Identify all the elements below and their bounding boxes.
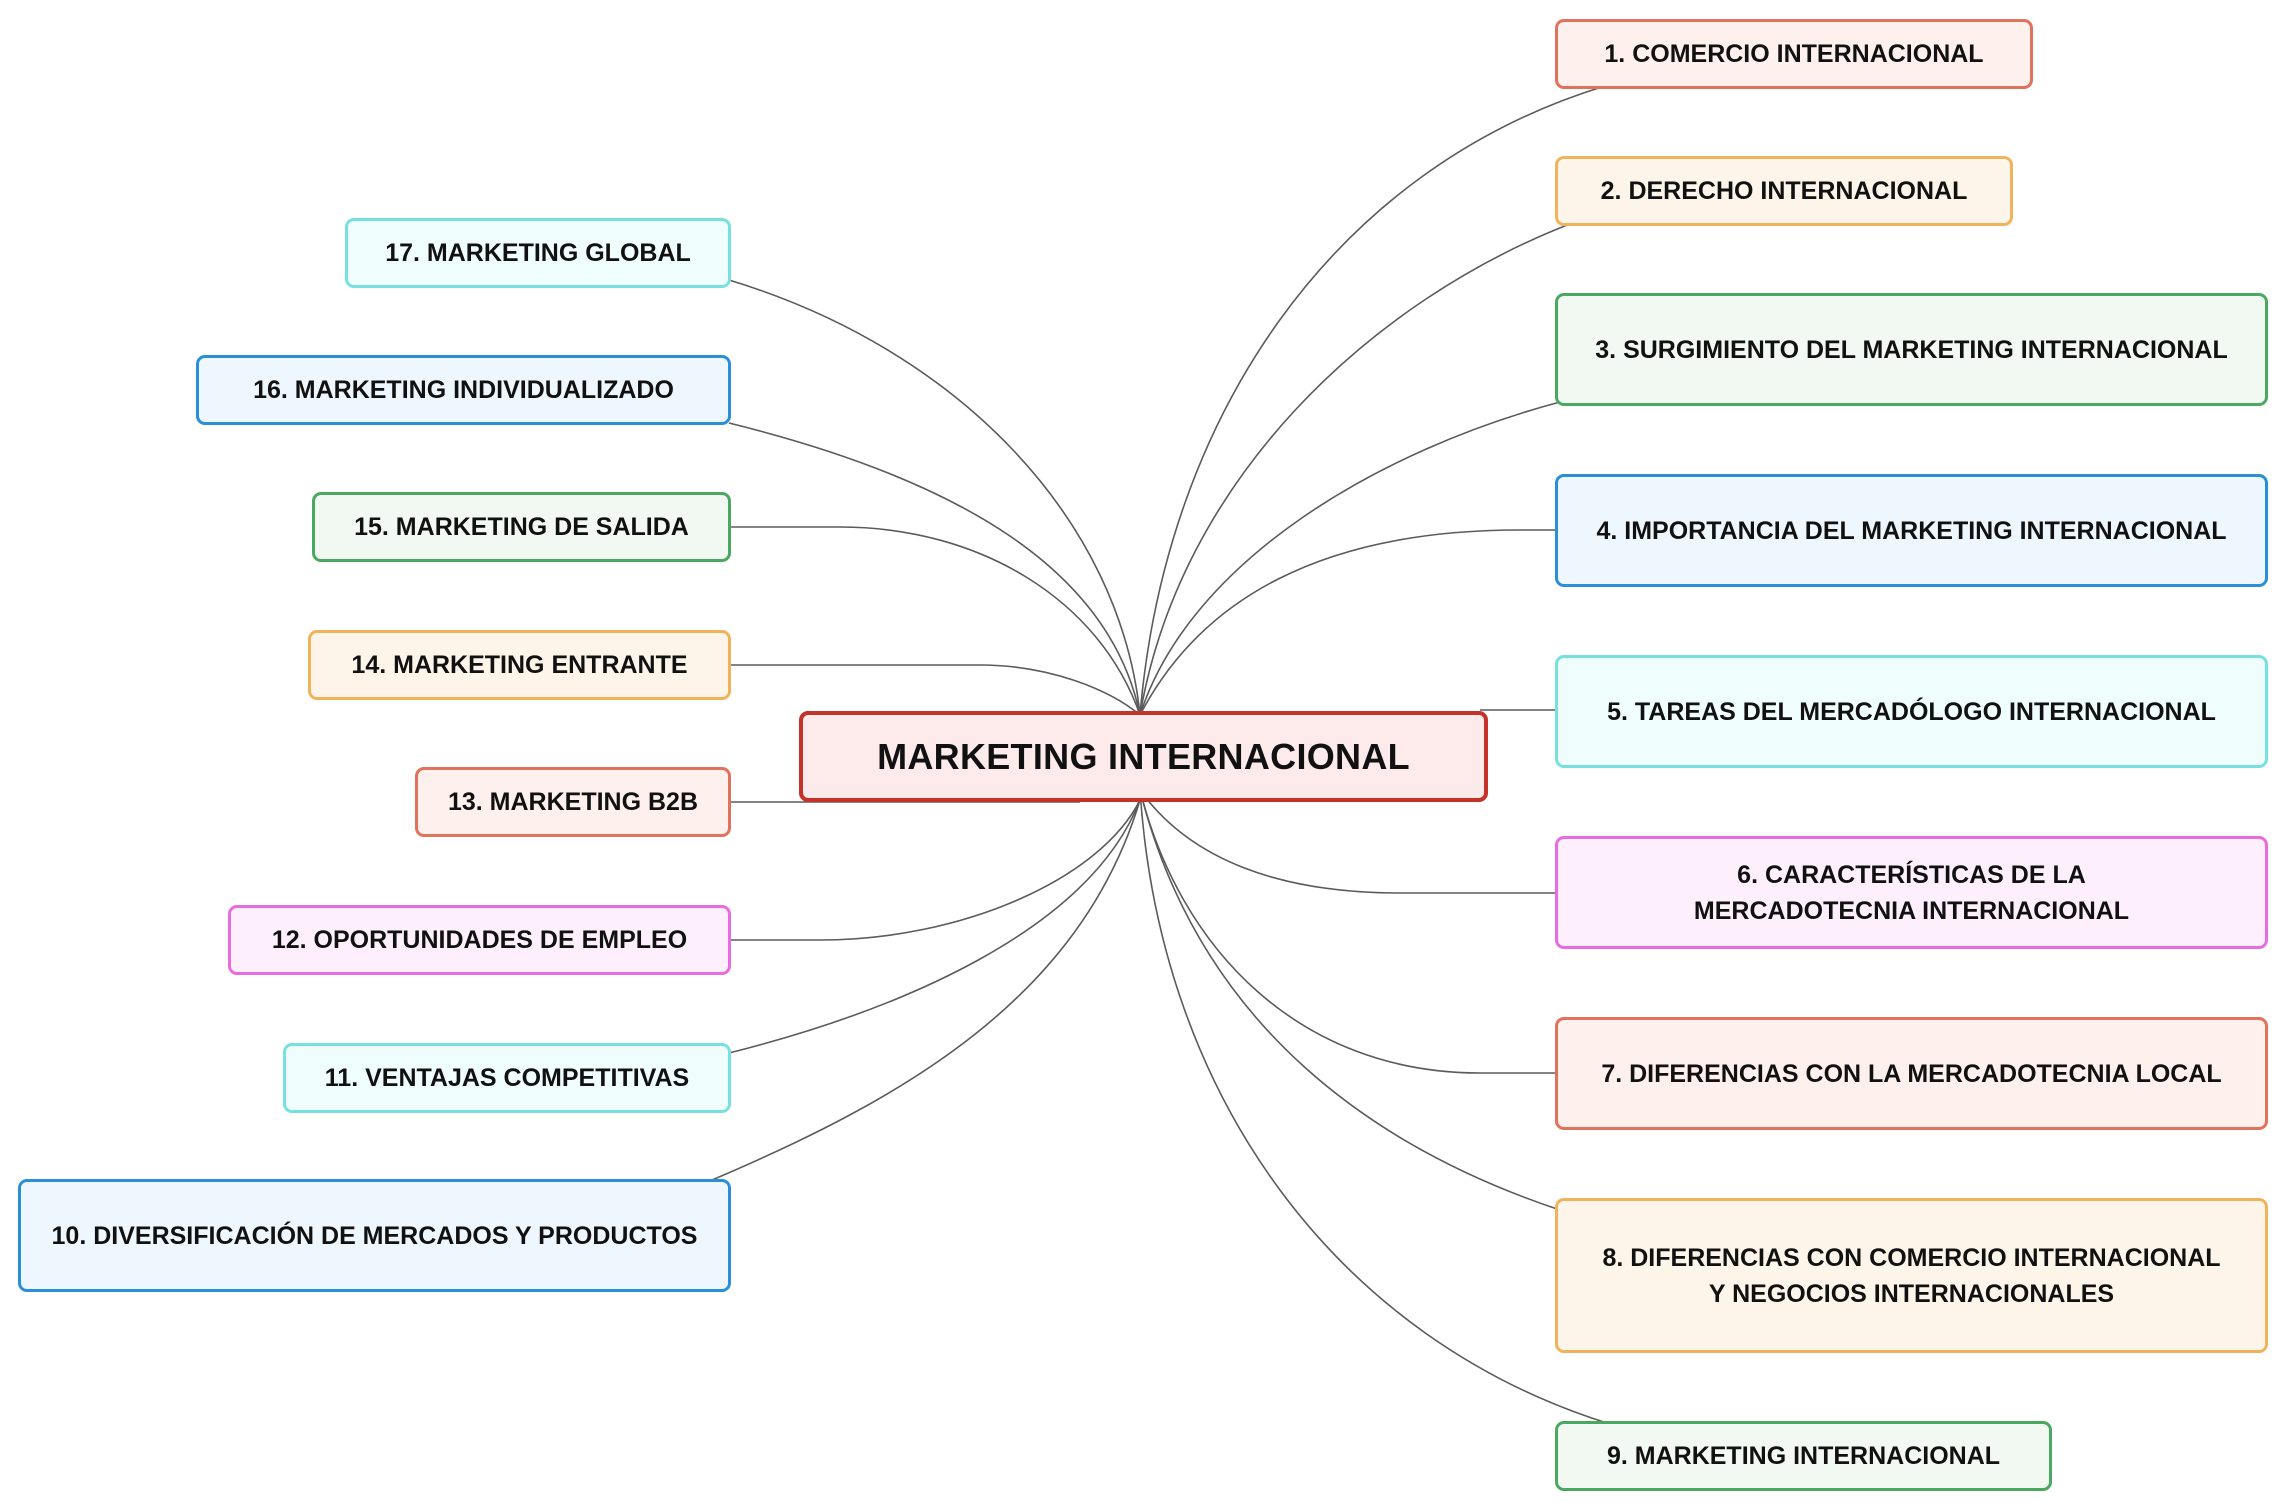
- topic-label: 2. DERECHO INTERNACIONAL: [1600, 177, 1968, 205]
- topic-oportunidades-empleo[interactable]: 12. OPORTUNIDADES DE EMPLEO: [228, 905, 731, 975]
- topic-marketing-de-salida[interactable]: 15. MARKETING DE SALIDA: [312, 492, 731, 562]
- topic-label: 5. TAREAS DEL MERCADÓLOGO INTERNACIONAL: [1607, 697, 2216, 726]
- topic-label: 3. SURGIMIENTO DEL MARKETING INTERNACION…: [1595, 335, 2228, 364]
- topic-label: 14. MARKETING ENTRANTE: [351, 651, 688, 679]
- topic-derecho-internacional[interactable]: 2. DERECHO INTERNACIONAL: [1555, 156, 2013, 226]
- connector-topic-11: [728, 799, 1141, 1054]
- connector-topic-10: [711, 799, 1141, 1181]
- connector-topic-14: [729, 664, 1141, 716]
- topic-marketing-entrante[interactable]: 14. MARKETING ENTRANTE: [308, 630, 731, 700]
- topic-label: 17. MARKETING GLOBAL: [385, 239, 691, 267]
- topic-importancia-marketing-internacional[interactable]: 4. IMPORTANCIA DEL MARKETING INTERNACION…: [1555, 474, 2268, 587]
- topic-tareas-mercadologo-internacional[interactable]: 5. TAREAS DEL MERCADÓLOGO INTERNACIONAL: [1555, 655, 2268, 768]
- connector-topic-7: [1139, 789, 1560, 1074]
- connector-topic-3: [1139, 401, 1561, 716]
- connector-topic-9: [1139, 789, 1611, 1425]
- topic-comercio-internacional[interactable]: 1. COMERCIO INTERNACIONAL: [1555, 19, 2033, 89]
- topic-label: 8. DIFERENCIAS CON COMERCIO INTERNACIONA…: [1602, 1243, 2221, 1308]
- central-topic-label: MARKETING INTERNACIONAL: [877, 735, 1410, 777]
- connector-topic-1: [1139, 85, 1606, 716]
- topic-ventajas-competitivas[interactable]: 11. VENTAJAS COMPETITIVAS: [283, 1043, 731, 1113]
- topic-label: 15. MARKETING DE SALIDA: [354, 513, 689, 541]
- topic-label: 11. VENTAJAS COMPETITIVAS: [324, 1064, 690, 1092]
- topic-label: 1. COMERCIO INTERNACIONAL: [1604, 40, 1984, 68]
- topic-label: 16. MARKETING INDIVIDUALIZADO: [253, 376, 674, 404]
- connector-topic-16: [728, 422, 1141, 716]
- topic-surgimiento-marketing-internacional[interactable]: 3. SURGIMIENTO DEL MARKETING INTERNACION…: [1555, 293, 2268, 406]
- topic-marketing-internacional[interactable]: 9. MARKETING INTERNACIONAL: [1555, 1421, 2052, 1491]
- connector-topic-15: [729, 526, 1141, 716]
- topic-caracteristicas-mercadotecnia[interactable]: 6. CARACTERÍSTICAS DE LA MERCADOTECNIA I…: [1555, 836, 2268, 949]
- central-topic[interactable]: MARKETING INTERNACIONAL: [799, 711, 1488, 802]
- topic-marketing-b2b[interactable]: 13. MARKETING B2B: [415, 767, 731, 837]
- topic-marketing-individualizado[interactable]: 16. MARKETING INDIVIDUALIZADO: [196, 355, 731, 425]
- topic-label: 4. IMPORTANCIA DEL MARKETING INTERNACION…: [1596, 516, 2227, 545]
- connector-topic-6: [1139, 789, 1560, 894]
- topic-diferencias-comercio-negocios[interactable]: 8. DIFERENCIAS CON COMERCIO INTERNACIONA…: [1555, 1198, 2268, 1353]
- topic-label: 12. OPORTUNIDADES DE EMPLEO: [271, 926, 688, 954]
- topic-label: 6. CARACTERÍSTICAS DE LA MERCADOTECNIA I…: [1693, 860, 2130, 925]
- topic-diferencias-mercadotecnia-local[interactable]: 7. DIFERENCIAS CON LA MERCADOTECNIA LOCA…: [1555, 1017, 2268, 1130]
- topic-label: 9. MARKETING INTERNACIONAL: [1606, 1442, 2001, 1470]
- connector-topic-4: [1139, 529, 1560, 716]
- connector-topic-8: [1139, 789, 1561, 1211]
- topic-label: 10. DIVERSIFICACIÓN DE MERCADOS Y PRODUC…: [51, 1221, 698, 1250]
- topic-marketing-global[interactable]: 17. MARKETING GLOBAL: [345, 218, 731, 288]
- connector-topic-12: [729, 799, 1141, 941]
- connector-topic-2: [1139, 221, 1576, 716]
- topic-label: 13. MARKETING B2B: [447, 788, 699, 816]
- topic-label: 7. DIFERENCIAS CON LA MERCADOTECNIA LOCA…: [1601, 1059, 2222, 1088]
- topic-diversificacion-mercados-productos[interactable]: 10. DIVERSIFICACIÓN DE MERCADOS Y PRODUC…: [18, 1179, 731, 1292]
- connector-topic-17: [728, 279, 1141, 716]
